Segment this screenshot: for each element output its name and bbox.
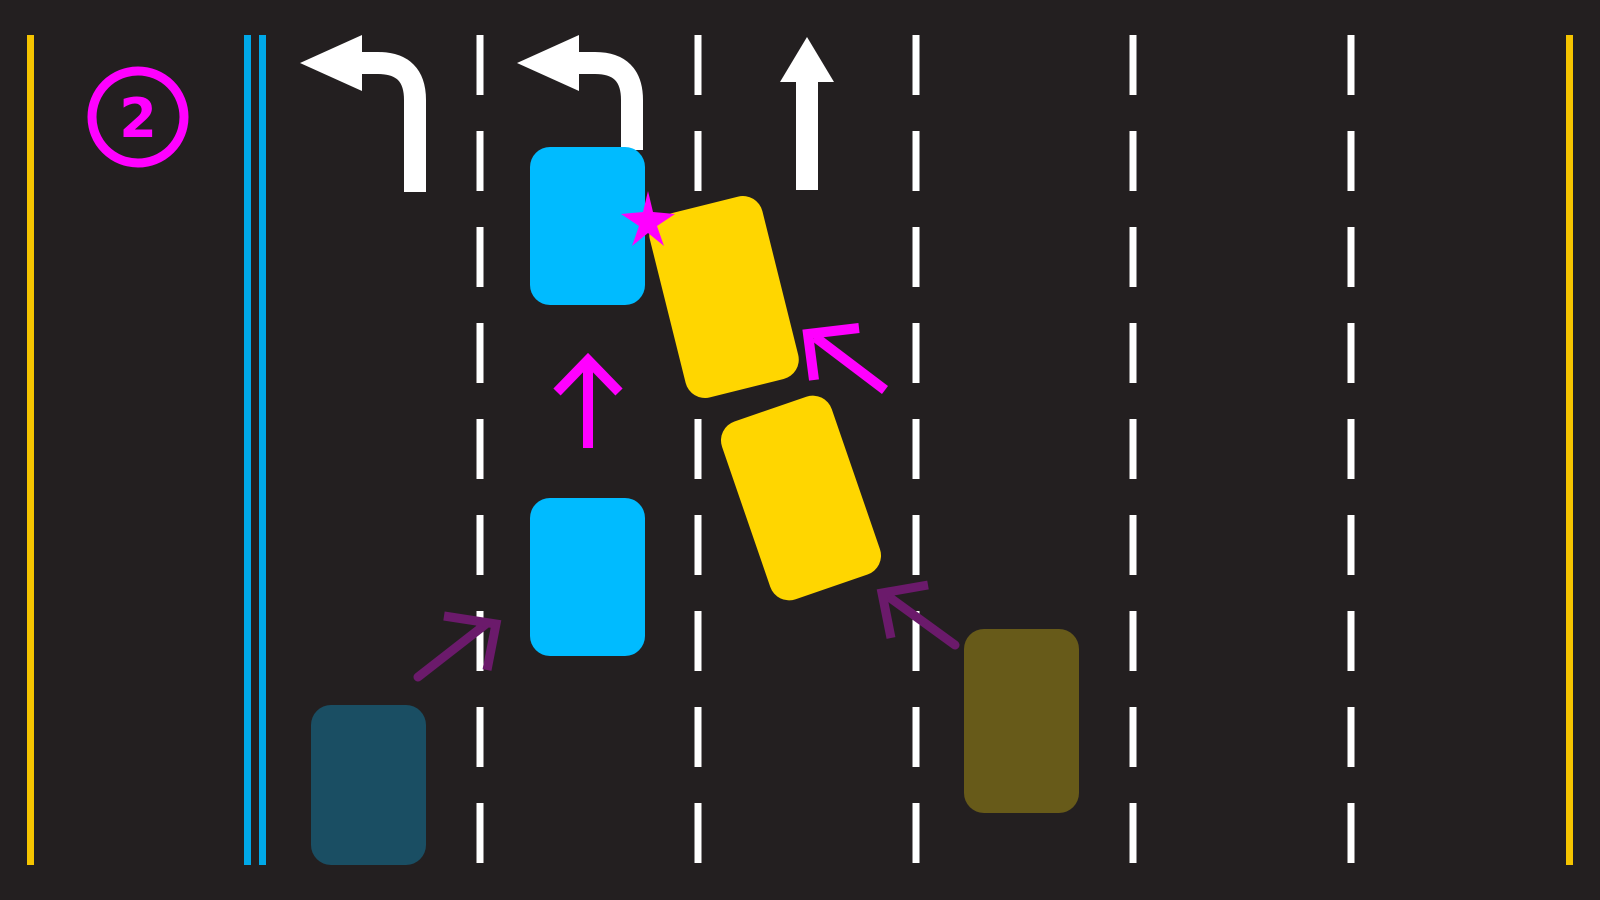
left-turn-arrow-icon	[300, 35, 426, 192]
left-edge-line	[27, 35, 34, 865]
left-turn-arrow-icon	[517, 35, 643, 150]
collision-star-icon	[621, 191, 675, 246]
blue-vehicle-rear	[530, 498, 645, 656]
step-number: 2	[119, 87, 157, 150]
blue-vehicle-front	[530, 147, 645, 305]
right-edge-line	[1566, 35, 1573, 865]
lane-markings	[476, 35, 1355, 865]
straight-arrow-icon	[780, 37, 834, 190]
arrow-icon	[802, 323, 889, 394]
arrow-icon	[413, 611, 502, 682]
arrow-icon	[553, 352, 623, 448]
arrow-icon	[876, 580, 960, 650]
yellow-vehicle-front	[649, 196, 799, 398]
yellow-vehicle-rear	[720, 395, 882, 601]
yellow-vehicle-previous	[964, 629, 1079, 813]
divider-line-left	[244, 35, 251, 865]
circled-number-icon	[87, 66, 189, 168]
divider-line-right	[259, 35, 266, 865]
step-marker: 2	[87, 66, 189, 168]
blue-vehicle-previous	[311, 705, 426, 865]
